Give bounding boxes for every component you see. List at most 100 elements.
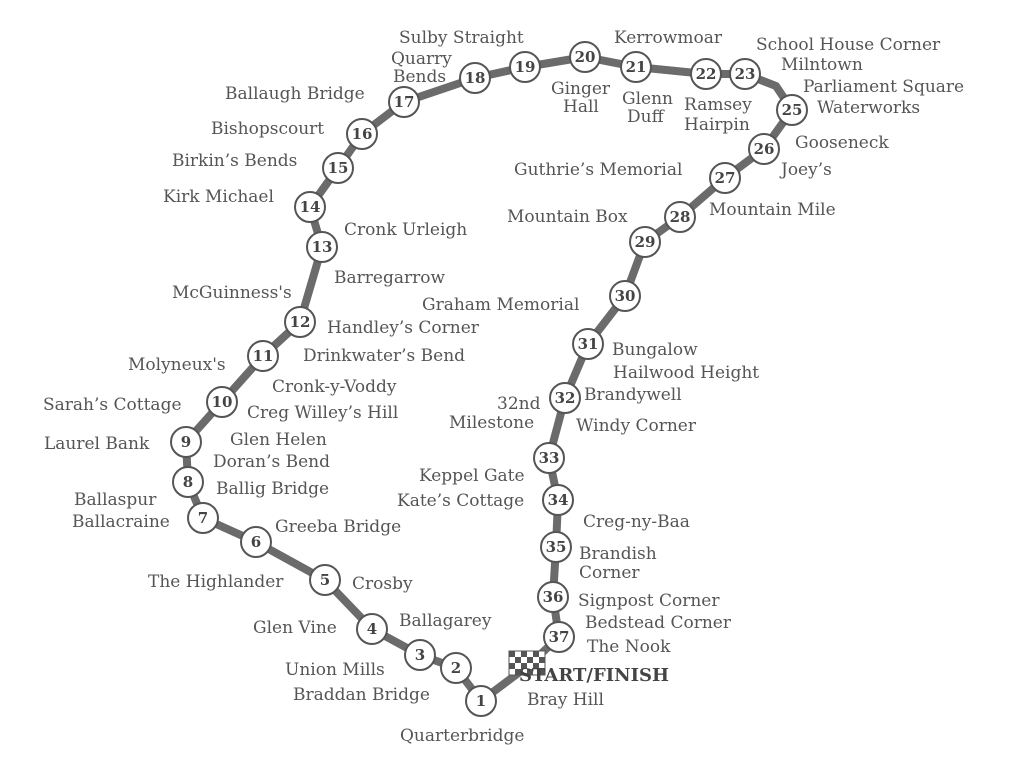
- label-waterworks: Waterworks: [817, 98, 920, 118]
- marker: 31: [572, 328, 604, 360]
- svg-text:14: 14: [300, 198, 321, 216]
- svg-text:35: 35: [546, 538, 567, 556]
- marker: 4: [356, 613, 388, 645]
- label-cronk-y-voddy: Cronk-y-Voddy: [272, 377, 397, 397]
- marker: 15: [322, 152, 354, 184]
- label-dorans-bend: Doran’s Bend: [213, 452, 330, 472]
- label-the-highlander: The Highlander: [148, 572, 284, 592]
- marker: 8: [172, 466, 204, 498]
- marker: 9: [170, 426, 202, 458]
- marker: 10: [206, 386, 238, 418]
- marker: 27: [709, 162, 741, 194]
- label-school-house-corner: School House Corner: [756, 35, 941, 55]
- label-kerrowmoar: Kerrowmoar: [614, 28, 723, 48]
- marker: 14: [294, 191, 326, 223]
- marker: 28: [664, 201, 696, 233]
- label-brandywell: Brandywell: [584, 385, 682, 405]
- label-gooseneck: Gooseneck: [795, 133, 889, 153]
- label-birkins-bends: Birkin’s Bends: [172, 151, 297, 171]
- label-brandish-corner-1: Brandish: [579, 544, 657, 564]
- marker: 26: [748, 133, 780, 165]
- label-braddan-bridge: Braddan Bridge: [293, 685, 430, 705]
- label-32nd-milestone-2: Milestone: [449, 413, 534, 433]
- marker: 13: [306, 231, 338, 263]
- label-keppel-gate: Keppel Gate: [419, 466, 525, 486]
- marker: 21: [620, 51, 652, 83]
- svg-text:23: 23: [735, 65, 756, 83]
- marker: 25: [776, 94, 808, 126]
- svg-text:13: 13: [312, 238, 333, 256]
- place-labels: Quarterbridge Braddan Bridge Union Mills…: [43, 28, 964, 746]
- marker: 29: [629, 226, 661, 258]
- label-sulby-straight: Sulby Straight: [399, 28, 524, 48]
- marker: 2: [440, 652, 472, 684]
- marker: 36: [537, 581, 569, 613]
- svg-text:1: 1: [476, 692, 486, 710]
- marker: 22: [690, 58, 722, 90]
- label-the-nook: The Nook: [587, 637, 671, 657]
- label-quarterbridge: Quarterbridge: [400, 726, 524, 746]
- label-kates-cottage: Kate’s Cottage: [397, 491, 524, 511]
- label-mountain-box: Mountain Box: [507, 207, 628, 227]
- svg-text:2: 2: [451, 659, 461, 677]
- label-ramsey-hairpin-2: Hairpin: [684, 115, 750, 135]
- svg-text:5: 5: [320, 571, 330, 589]
- label-joeys: Joey’s: [779, 160, 832, 180]
- marker: 30: [609, 280, 641, 312]
- marker: 16: [346, 118, 378, 150]
- marker: 6: [240, 526, 272, 558]
- label-32nd-milestone-1: 32nd: [497, 394, 541, 414]
- label-milntown: Milntown: [781, 55, 863, 75]
- label-ramsey-hairpin-1: Ramsey: [684, 95, 752, 115]
- svg-text:7: 7: [198, 509, 208, 527]
- label-graham-memorial: Graham Memorial: [422, 295, 579, 315]
- label-ballig-bridge: Ballig Bridge: [216, 479, 329, 499]
- svg-text:3: 3: [415, 646, 425, 664]
- label-drinkwaters-bend: Drinkwater’s Bend: [303, 346, 465, 366]
- svg-text:28: 28: [670, 208, 691, 226]
- svg-text:12: 12: [290, 313, 311, 331]
- marker: 3: [404, 639, 436, 671]
- svg-text:29: 29: [635, 233, 656, 251]
- marker: 11: [247, 340, 279, 372]
- start-finish-label: START/FINISH: [519, 665, 669, 686]
- svg-text:27: 27: [715, 169, 736, 187]
- label-handleys-corner: Handley’s Corner: [327, 318, 480, 338]
- svg-text:6: 6: [251, 533, 261, 551]
- label-sarahs-cottage: Sarah’s Cottage: [43, 395, 182, 415]
- svg-text:15: 15: [328, 159, 349, 177]
- label-creg-ny-baa: Creg-ny-Baa: [583, 512, 690, 532]
- label-ballagarey: Ballagarey: [399, 611, 492, 631]
- label-molyneuxs: Molyneux's: [128, 355, 226, 375]
- label-quarry-bends-2: Bends: [393, 67, 446, 87]
- label-quarry-bends-1: Quarry: [391, 49, 452, 69]
- svg-text:19: 19: [515, 58, 536, 76]
- svg-text:25: 25: [782, 101, 803, 119]
- marker: 18: [459, 62, 491, 94]
- label-mcguinnesss: McGuinness's: [172, 283, 292, 303]
- svg-text:8: 8: [183, 473, 193, 491]
- svg-text:18: 18: [465, 69, 486, 87]
- svg-text:34: 34: [548, 491, 569, 509]
- svg-text:33: 33: [539, 449, 560, 467]
- label-ballacraine: Ballacraine: [72, 512, 170, 532]
- label-bungalow: Bungalow: [612, 340, 698, 360]
- label-barregarrow: Barregarrow: [334, 268, 445, 288]
- marker: 23: [729, 58, 761, 90]
- label-creg-willeys-hill: Creg Willey’s Hill: [247, 403, 398, 423]
- marker: 20: [569, 41, 601, 73]
- svg-text:4: 4: [367, 620, 377, 638]
- label-guthries-memorial: Guthrie’s Memorial: [514, 160, 682, 180]
- marker: 17: [388, 86, 420, 118]
- svg-text:17: 17: [394, 93, 415, 111]
- checkered-flag-icon: [508, 650, 546, 676]
- svg-text:32: 32: [555, 389, 576, 407]
- svg-text:30: 30: [615, 287, 636, 305]
- svg-text:37: 37: [549, 628, 570, 646]
- svg-text:21: 21: [626, 58, 647, 76]
- marker: 32: [549, 382, 581, 414]
- svg-text:22: 22: [696, 65, 717, 83]
- label-ballaugh-bridge: Ballaugh Bridge: [225, 84, 365, 104]
- label-union-mills: Union Mills: [285, 660, 385, 680]
